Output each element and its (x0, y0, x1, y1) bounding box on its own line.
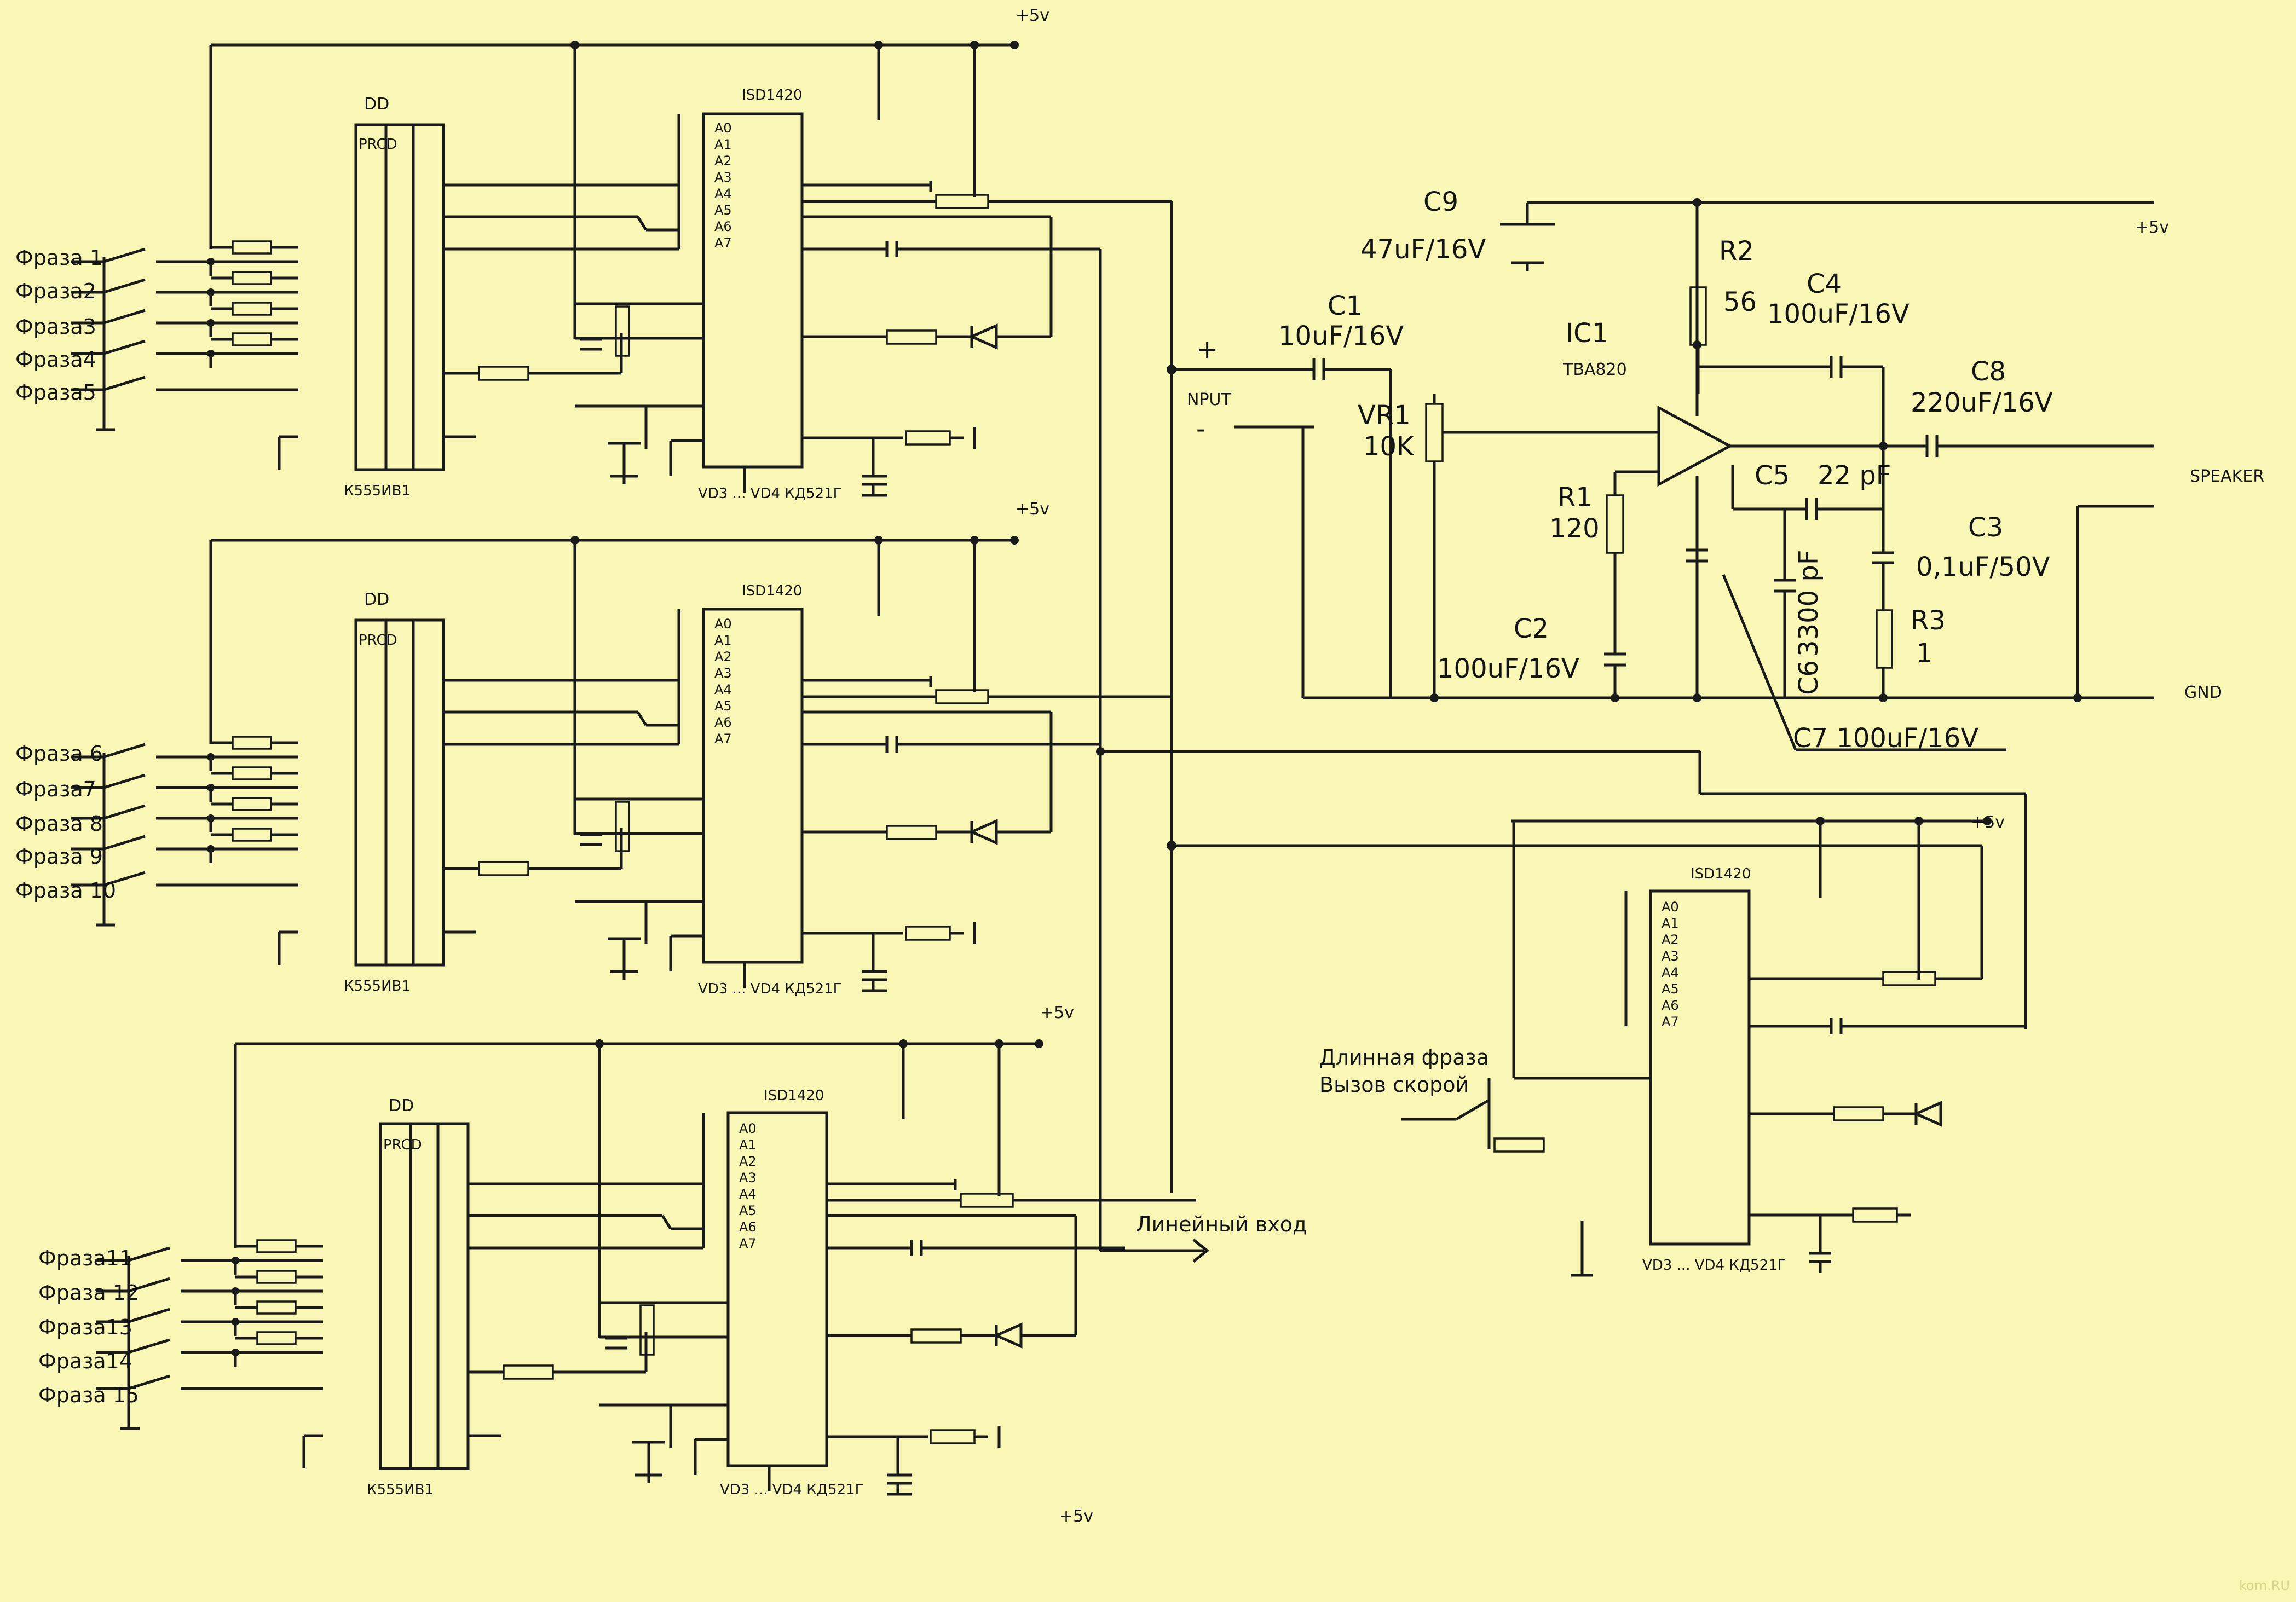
amp-c4-value: 100uF/16V (1767, 299, 1910, 329)
diodes-label: VD3 ... VD4 КД521Г (698, 981, 842, 997)
long-phrase-label: Длинная фраза (1319, 1045, 1489, 1069)
isd-pin-labels: A0 A1 A2 A3 A4 A5 A6 A7 (714, 120, 736, 251)
line-input-arrow-label: Линейный вход (1136, 1212, 1307, 1236)
phrase-label: Фраза2 (15, 279, 96, 303)
long-phrase-label: Вызов скорой (1319, 1073, 1469, 1097)
encoder-part: К555ИВ1 (367, 1482, 434, 1498)
amp-c6: C6 (1793, 660, 1824, 695)
phrase-label: Фраза 8 (15, 812, 103, 836)
supply-label: +5v (1016, 6, 1049, 25)
watermark: kom.RU (2239, 1578, 2290, 1593)
isd-part: ISD1420 (764, 1088, 824, 1104)
phrase-label: Фраза 9 (15, 845, 103, 869)
amp-c8-value: 220uF/16V (1911, 388, 2053, 418)
long-phrase-block (1401, 817, 2026, 1277)
diodes-label: VD3 ... VD4 КД521Г (720, 1482, 864, 1498)
amp-input: NPUT (1187, 390, 1231, 409)
supply-label: +5v (1016, 500, 1049, 519)
text-layer: +5v +5v +5v +5v +5v Фраза 1 Фраза2 Фраза… (15, 6, 2290, 1593)
diodes-label: VD3 ... VD4 КД521Г (1642, 1257, 1786, 1274)
encoder-title: DD (389, 1096, 414, 1115)
isd-part: ISD1420 (742, 87, 802, 103)
voice-block-3 (96, 1039, 1196, 1494)
phrase-label: Фраза 12 (38, 1281, 139, 1305)
amp-speaker: SPEAKER (2190, 467, 2264, 486)
diodes-label: VD3 ... VD4 КД521Г (698, 485, 842, 502)
amp-supply: +5v (2135, 218, 2169, 237)
amp-c1-value: 10uF/16V (1278, 321, 1404, 351)
amp-c5: C5 (1755, 460, 1790, 491)
isd-part: ISD1420 (742, 583, 802, 599)
amp-ic1: IC1 (1566, 318, 1608, 349)
amp-c4: C4 (1807, 269, 1842, 299)
amp-c8: C8 (1971, 356, 2006, 387)
amplifier-tba820 (1172, 198, 2154, 751)
phrase-label: Фраза7 (15, 777, 96, 801)
amp-vr1-value: 10K (1363, 431, 1415, 462)
amp-input-minus: - (1196, 414, 1205, 444)
amp-c1: C1 (1328, 291, 1363, 321)
amp-r1-value: 120 (1549, 513, 1600, 544)
amp-c2: C2 (1514, 614, 1549, 644)
encoder-function: PRCD (383, 1137, 422, 1153)
amp-r2: R2 (1719, 236, 1754, 267)
amp-gnd: GND (2184, 683, 2222, 702)
phrase-label: Фраза 1 (15, 246, 103, 270)
phrase-label: Фраза3 (15, 315, 96, 339)
phrase-label: Фраза13 (38, 1315, 132, 1339)
encoder-function: PRCD (359, 632, 397, 649)
phrase-label: Фраза5 (15, 380, 96, 404)
phrase-label: Фраза 6 (15, 742, 103, 766)
isd-part: ISD1420 (1691, 866, 1751, 882)
amp-r2-value: 56 (1723, 287, 1757, 317)
amp-input-plus: + (1196, 334, 1218, 365)
voice-block-2 (71, 536, 1172, 991)
encoder-title: DD (364, 95, 389, 114)
amp-ic1-part: TBA820 (1562, 360, 1627, 379)
amp-c7: C7 100uF/16V (1793, 723, 1978, 754)
amp-c9-value: 47uF/16V (1360, 234, 1486, 265)
amp-vr1: VR1 (1358, 400, 1411, 431)
phrase-label: Фраза14 (38, 1349, 132, 1373)
encoder-part: К555ИВ1 (344, 978, 411, 994)
phrase-label: Фраза11 (38, 1246, 132, 1270)
phrase-label: Фраза4 (15, 348, 96, 372)
supply-label: +5v (1971, 813, 2005, 832)
amp-c9: C9 (1423, 187, 1458, 217)
phrase-label: Фраза 10 (15, 878, 116, 903)
voice-block-1 (71, 41, 1172, 495)
isd-pin-labels: A0 A1 A2 A3 A4 A5 A6 A7 (739, 1121, 760, 1251)
amp-c3-value: 0,1uF/50V (1916, 552, 2050, 582)
amp-c2-value: 100uF/16V (1437, 653, 1579, 684)
isd-pin-labels: A0 A1 A2 A3 A4 A5 A6 A7 (1662, 899, 1683, 1030)
supply-label: +5v (1059, 1507, 1093, 1526)
supply-label: +5v (1040, 1003, 1074, 1022)
amp-c5-value: 22 pF (1818, 460, 1891, 491)
amp-r3: R3 (1911, 605, 1946, 636)
amp-c3: C3 (1968, 512, 2003, 543)
amp-c6-value: 3300 pF (1793, 550, 1824, 657)
encoder-title: DD (364, 590, 389, 609)
phrase-label: Фраза 15 (38, 1383, 139, 1407)
encoder-part: К555ИВ1 (344, 483, 411, 499)
amp-r1: R1 (1557, 482, 1593, 513)
amp-r3-value: 1 (1916, 638, 1933, 669)
isd-pin-labels: A0 A1 A2 A3 A4 A5 A6 A7 (714, 616, 736, 747)
encoder-function: PRCD (359, 136, 397, 153)
